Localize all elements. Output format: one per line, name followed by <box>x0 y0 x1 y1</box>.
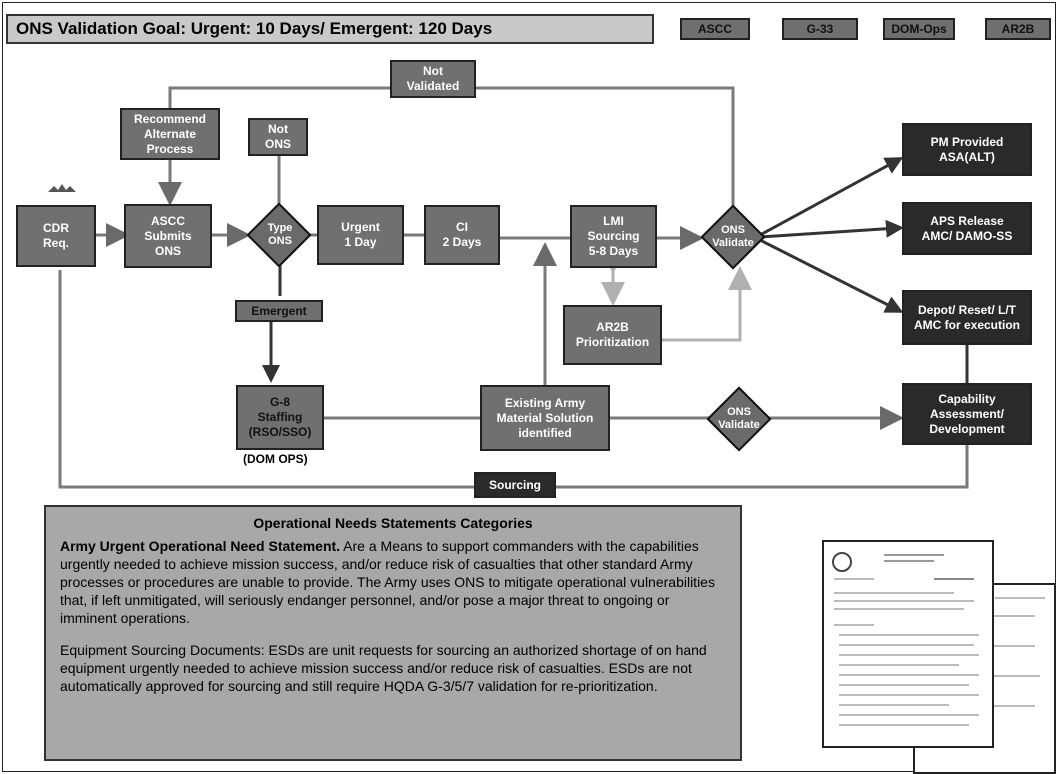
dom-ops-label: (DOM OPS) <box>243 452 308 466</box>
legend-g33: G-33 <box>782 18 858 40</box>
emergent-node: Emergent <box>235 300 323 322</box>
uons-heading: Army Urgent Operational Need Statement. <box>60 538 341 554</box>
document-thumbnail-front <box>822 540 994 748</box>
legend-ascc: ASCC <box>680 18 750 40</box>
categories-panel: Operational Needs Statements Categories … <box>44 505 742 761</box>
sourcing-node: Sourcing <box>474 472 556 498</box>
legend-dom-ops: DOM-Ops <box>883 18 955 40</box>
uons-paragraph: Army Urgent Operational Need Statement. … <box>60 537 726 627</box>
uons-text: Are a Means to support commanders with t… <box>60 538 715 626</box>
page-title: ONS Validation Goal: Urgent: 10 Days/ Em… <box>6 14 654 44</box>
categories-title: Operational Needs Statements Categories <box>253 515 533 531</box>
esd-paragraph: Equipment Sourcing Documents: ESDs are u… <box>60 642 707 694</box>
seal-icon <box>832 552 852 572</box>
legend-ar2b: AR2B <box>985 18 1051 40</box>
